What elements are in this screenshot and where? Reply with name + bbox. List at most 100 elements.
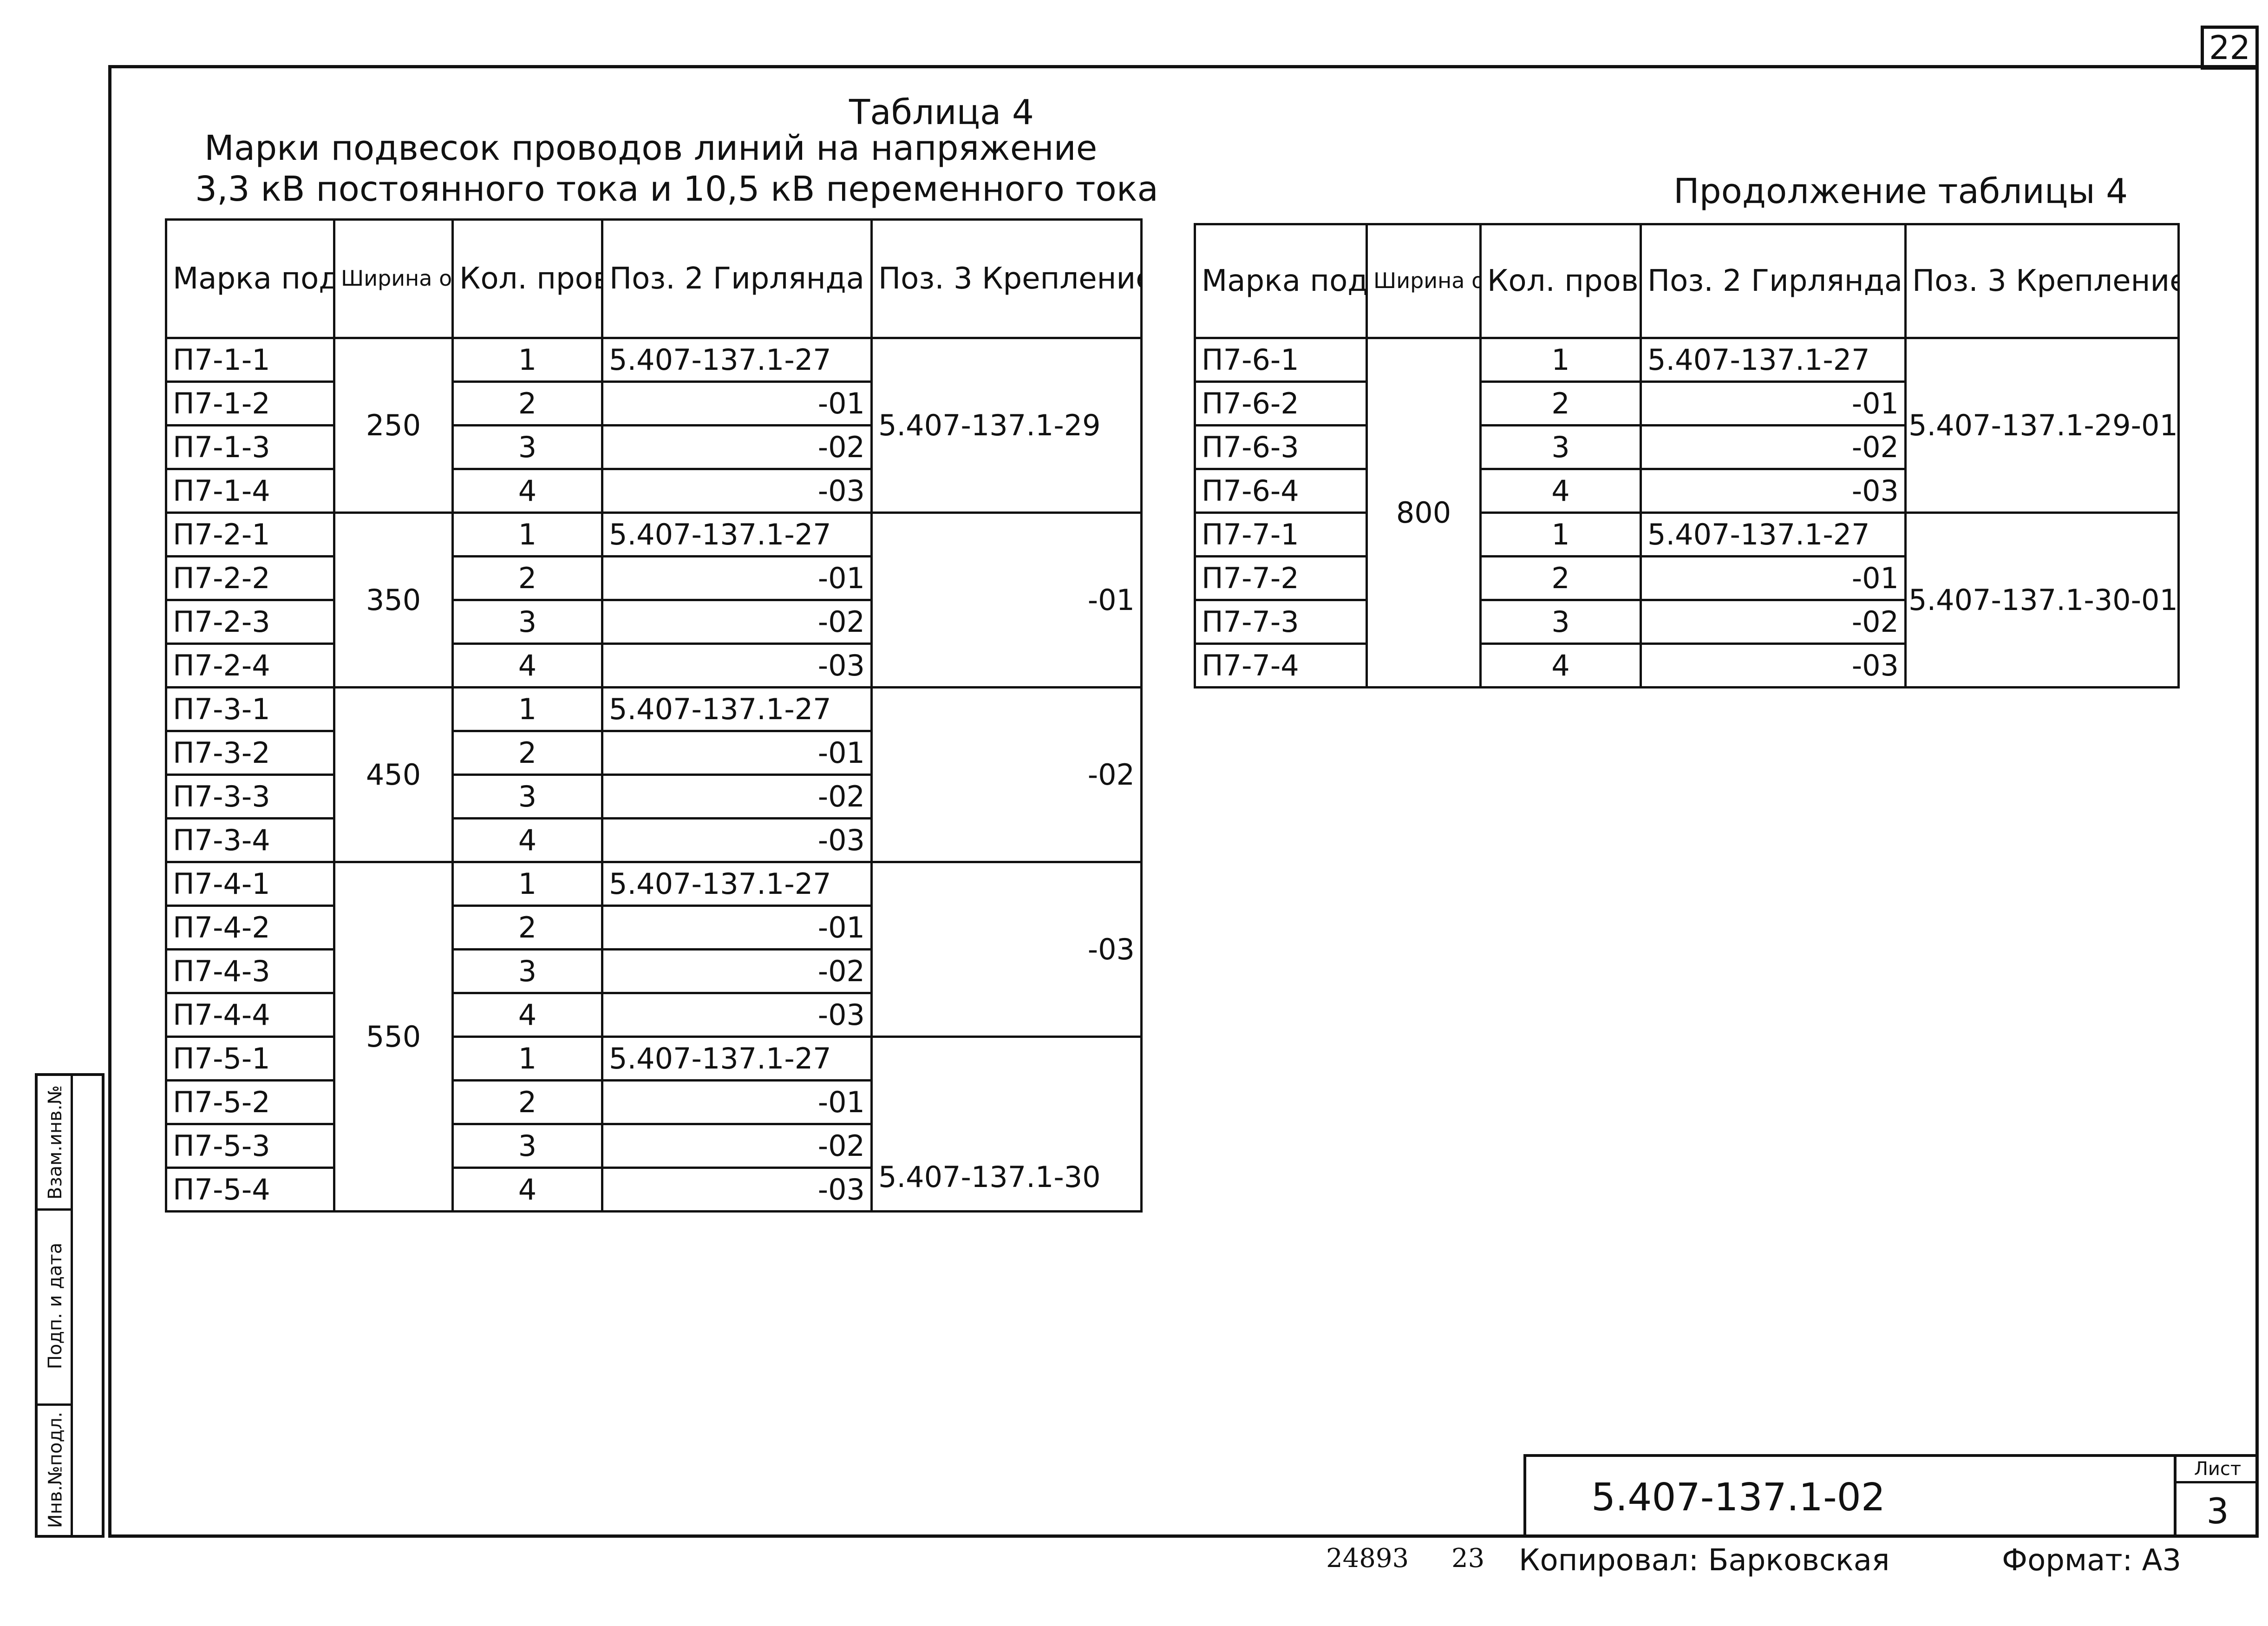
replace-inv-label: Взам.инв.№ — [45, 1085, 66, 1200]
pos2-cell: -03 — [601, 643, 873, 688]
mark-cell: П7-5-4 — [165, 1167, 335, 1213]
title-block: 5.407-137.1-02 Лист 3 — [1523, 1454, 2259, 1538]
table-row: П7-5-2 2 -01 — [165, 1079, 1142, 1125]
table-row: П7-4-2 2 -01 — [165, 905, 1142, 951]
table-row: П7-2-2 2 -01 — [165, 555, 1142, 601]
count-cell: 1 — [451, 686, 603, 732]
doc-code: 5.407-137.1-02 — [1591, 1475, 1886, 1520]
count-cell: 1 — [451, 861, 603, 907]
pos3-cell: -01 — [870, 511, 1143, 688]
sheet-label: Лист — [2176, 1457, 2259, 1483]
width-cell: 800 — [1366, 337, 1482, 688]
continuation-label: Продолжение таблицы 4 — [1673, 171, 2128, 211]
width-cell: 250 — [333, 337, 454, 514]
table-row: П7-1-3 3 -02 — [165, 424, 1142, 470]
width-cell: 350 — [333, 511, 454, 688]
pos2-cell: -01 — [601, 380, 873, 426]
table-row: П7-5-3 3 -02 — [165, 1123, 1142, 1169]
header-count: Кол. проводов — [1479, 223, 1642, 339]
mark-cell: П7-7-1 — [1194, 511, 1368, 557]
pos2-cell: -03 — [601, 468, 873, 514]
header-pos2: Поз. 2 Гирлянда — [1640, 223, 1907, 339]
count-cell: 3 — [451, 774, 603, 820]
pos2-cell: -02 — [601, 424, 873, 470]
mark-cell: П7-6-3 — [1194, 424, 1368, 470]
mark-cell: П7-2-2 — [165, 555, 335, 601]
sign-date-label: Подп. и дата — [45, 1242, 66, 1370]
table-title-line2: 3,3 кВ постоянного тока и 10,5 кВ переме… — [195, 169, 1158, 209]
header-pos3: Поз. 3 Крепление — [870, 218, 1143, 339]
mark-cell: П7-5-2 — [165, 1079, 335, 1125]
table-row: П7-2-1 350 1 5.407-137.1-27 -01 — [165, 511, 1143, 688]
pos2-cell: 5.407-137.1-27 — [601, 511, 873, 557]
table-row: П7-6-1 800 1 5.407-137.1-27 5.407-137.1-… — [1194, 337, 2180, 688]
sheet-value: 3 — [2206, 1490, 2229, 1532]
sidebar-divider — [38, 1403, 73, 1406]
pos2-cell: -02 — [601, 774, 873, 820]
mark-cell: П7-7-2 — [1194, 555, 1368, 601]
header-pos3: Поз. 3 Крепление — [1904, 223, 2180, 339]
mark-cell: П7-3-1 — [165, 686, 335, 732]
table-row: П7-7-1 1 5.407-137.1-27 5.407-137.1-30-0… — [1194, 511, 2180, 688]
doc-code-box: 5.407-137.1-02 — [1523, 1454, 2174, 1538]
copied-by: Копировал: Барковская — [1519, 1543, 1890, 1578]
pos2-cell: -01 — [601, 1079, 873, 1125]
mark-cell: П7-4-1 — [165, 861, 335, 907]
table-row: П7-1-1 250 1 5.407-137.1-27 5.407-137.1-… — [165, 337, 1143, 514]
pos2-cell: -01 — [1640, 380, 1907, 426]
count-cell: 4 — [1479, 468, 1642, 514]
table-row: П7-6-2 2 -01 — [1194, 380, 2179, 426]
header-mark: Марка подвески — [165, 218, 335, 339]
pos2-cell: 5.407-137.1-27 — [601, 1036, 873, 1082]
mark-cell: П7-2-1 — [165, 511, 335, 557]
mark-cell: П7-2-4 — [165, 643, 335, 688]
count-cell: 1 — [451, 1036, 603, 1082]
count-cell: 3 — [451, 948, 603, 994]
table-row: П7-6-3 3 -02 — [1194, 424, 2179, 470]
table-row: П7-3-3 3 -02 — [165, 774, 1142, 820]
table-row: П7-4-4 4 -03 — [165, 992, 1142, 1038]
count-cell: 2 — [451, 905, 603, 951]
count-cell: 4 — [451, 1167, 603, 1213]
table-row: П7-5-4 4 -03 — [165, 1167, 1142, 1213]
pos3-cell: 5.407-137.1-30-01 — [1904, 511, 2180, 688]
pos2-cell: 5.407-137.1-27 — [1640, 337, 1907, 383]
count-cell: 2 — [1479, 555, 1642, 601]
pos3-cell: 5.407-137.1-29-01 — [1904, 337, 2180, 514]
count-cell: 3 — [1479, 424, 1642, 470]
header-count: Кол. проводов — [451, 218, 603, 339]
count-cell: 3 — [1479, 599, 1642, 645]
pos2-cell: -02 — [1640, 599, 1907, 645]
inv-orig-label: Инв.№подл. — [45, 1411, 66, 1528]
sheet-box: Лист 3 — [2174, 1454, 2259, 1538]
table-row: П7-2-3 3 -02 — [165, 599, 1142, 645]
table-continuation: Марка подвески Ширина опоры В, мм Кол. п… — [1194, 223, 2180, 688]
table-row: П7-2-4 4 -03 — [165, 643, 1142, 688]
pos2-cell: -02 — [601, 599, 873, 645]
mark-cell: П7-4-3 — [165, 948, 335, 994]
pos2-cell: -02 — [601, 1123, 873, 1169]
count-cell: 2 — [1479, 380, 1642, 426]
table-row: П7-3-4 4 -03 — [165, 817, 1142, 863]
mark-cell: П7-7-4 — [1194, 643, 1368, 688]
mark-cell: П7-6-2 — [1194, 380, 1368, 426]
sheet-corner-number: 22 — [2201, 26, 2259, 70]
table-row: П7-1-2 2 -01 — [165, 380, 1142, 426]
mark-cell: П7-1-1 — [165, 337, 335, 383]
count-cell: 4 — [451, 643, 603, 688]
pos2-cell: -01 — [601, 905, 873, 951]
table-row: П7-5-1 1 5.407-137.1-27 5.407-137.1-30 — [165, 1036, 1143, 1213]
count-cell: 2 — [451, 380, 603, 426]
table-main: Марка подвески Ширина опоры В, мм Кол. п… — [165, 218, 1143, 1213]
count-cell: 1 — [1479, 337, 1642, 383]
count-cell: 1 — [451, 511, 603, 557]
pos2-cell: 5.407-137.1-27 — [1640, 511, 1907, 557]
pos2-cell: -03 — [601, 817, 873, 863]
mark-cell: П7-5-3 — [165, 1123, 335, 1169]
format-label: Формат: А3 — [2002, 1543, 2182, 1578]
count-cell: 4 — [451, 992, 603, 1038]
pos2-cell: 5.407-137.1-27 — [601, 337, 873, 383]
copy-number: 23 — [1451, 1543, 1485, 1574]
sidebar-divider — [38, 1208, 73, 1211]
count-cell: 1 — [1479, 511, 1642, 557]
